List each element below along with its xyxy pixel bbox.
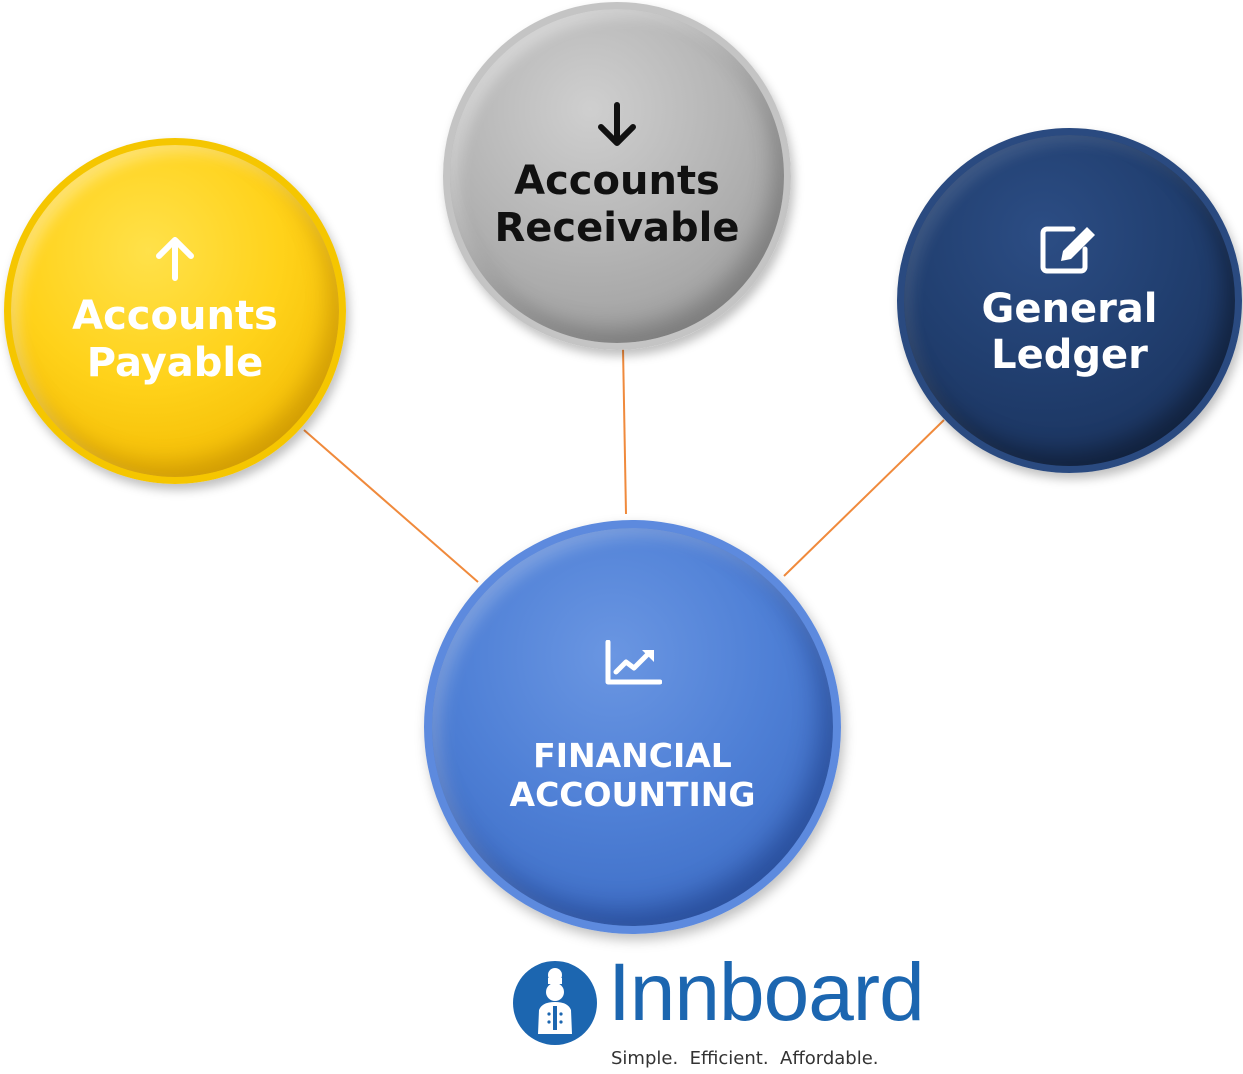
innboard-logo: Innboard Simple. Efficient. Affordable. bbox=[512, 947, 925, 1074]
connector-gl bbox=[783, 419, 945, 577]
connector-ap bbox=[303, 429, 479, 583]
line-chart-icon bbox=[604, 639, 662, 691]
node-label: Accounts Receivable bbox=[494, 158, 740, 251]
node-accounts-receivable: Accounts Receivable bbox=[443, 2, 791, 350]
edit-icon bbox=[1039, 223, 1101, 280]
logo-wordmark: Innboard bbox=[608, 947, 925, 1038]
arrow-up-icon bbox=[153, 236, 197, 287]
node-label: Accounts Payable bbox=[72, 293, 278, 386]
center-label: FINANCIAL ACCOUNTING bbox=[509, 736, 756, 814]
connector-ar bbox=[622, 347, 627, 515]
node-accounts-payable: Accounts Payable bbox=[4, 138, 346, 484]
logo-tagline: Simple. Efficient. Affordable. bbox=[611, 1048, 879, 1069]
arrow-down-icon bbox=[595, 101, 639, 152]
node-general-ledger: General Ledger bbox=[897, 128, 1242, 473]
node-financial-accounting: FINANCIAL ACCOUNTING bbox=[424, 520, 841, 934]
node-label: General Ledger bbox=[981, 285, 1158, 378]
chef-icon bbox=[512, 960, 598, 1051]
